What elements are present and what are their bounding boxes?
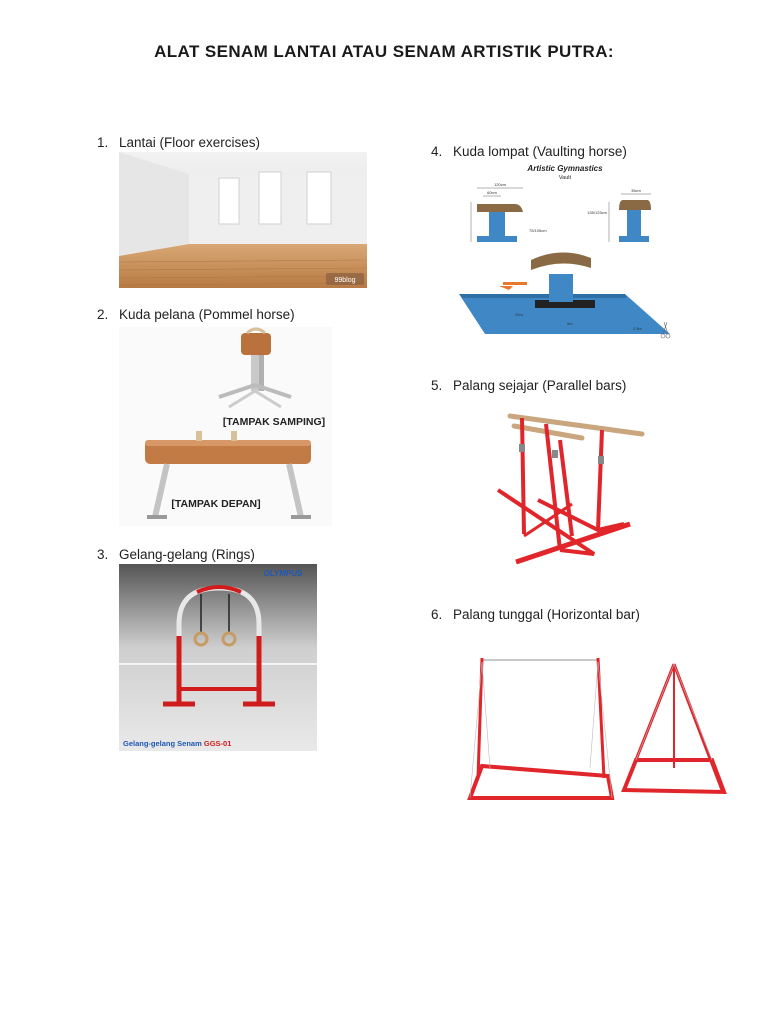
rings-image: OLYMPUS Gelang-gelang Senam GGS-01 bbox=[119, 564, 317, 751]
item-title: Kuda pelana (Pommel horse) bbox=[119, 307, 295, 322]
pommel-horse-image: [TAMPAK SAMPING] [TAMPAK DEPAN] bbox=[119, 327, 332, 526]
item-vault-label: 4. Kuda lompat (Vaulting horse) bbox=[431, 144, 627, 159]
item-pommel-label: 2. Kuda pelana (Pommel horse) bbox=[97, 307, 295, 322]
item-number: 5. bbox=[431, 378, 443, 393]
dim-height: 135/125cm bbox=[587, 210, 607, 215]
dim-width: 35cm bbox=[631, 188, 641, 193]
vault-title: Artistic Gymnastics bbox=[526, 164, 603, 173]
item-number: 2. bbox=[97, 307, 109, 322]
brand-logo: OLYMPUS bbox=[264, 569, 304, 578]
page-title: ALAT SENAM LANTAI ATAU SENAM ARTISTIK PU… bbox=[154, 42, 614, 61]
dim-top: 60cm bbox=[487, 190, 497, 195]
item-horizontal-label: 6. Palang tunggal (Horizontal bar) bbox=[431, 607, 640, 622]
vaulting-horse-image: Artistic Gymnastics Vault 120cm 60cm 75/… bbox=[455, 162, 674, 342]
dim-run: 25m bbox=[515, 312, 523, 317]
dim-length: 120cm bbox=[494, 182, 507, 187]
watermark-text: 99blog bbox=[334, 277, 355, 284]
dim-mat: 2.5m bbox=[633, 326, 643, 331]
item-title: Lantai (Floor exercises) bbox=[119, 135, 261, 150]
item-title: Palang sejajar (Parallel bars) bbox=[453, 378, 627, 393]
parallel-bars-image bbox=[494, 404, 646, 567]
rings-caption: Gelang-gelang Senam GGS-01 bbox=[123, 739, 231, 748]
item-title: Gelang-gelang (Rings) bbox=[119, 547, 255, 562]
item-floor-label: 1. Lantai (Floor exercises) bbox=[97, 135, 260, 150]
item-rings-label: 3. Gelang-gelang (Rings) bbox=[97, 547, 255, 562]
item-title: Palang tunggal (Horizontal bar) bbox=[453, 607, 640, 622]
floor-image: 99blog bbox=[119, 152, 367, 288]
caption-side: [TAMPAK SAMPING] bbox=[223, 416, 325, 428]
horizontal-bar-image bbox=[460, 650, 730, 800]
item-number: 6. bbox=[431, 607, 443, 622]
item-number: 4. bbox=[431, 144, 443, 159]
item-number: 3. bbox=[97, 547, 109, 562]
caption-front: [TAMPAK DEPAN] bbox=[171, 498, 260, 510]
dim-board: 5m bbox=[567, 321, 573, 326]
vault-subtitle: Vault bbox=[559, 175, 572, 181]
dim-adjust: 75/105cm bbox=[529, 228, 547, 233]
item-title: Kuda lompat (Vaulting horse) bbox=[453, 144, 627, 159]
item-number: 1. bbox=[97, 135, 109, 150]
item-parallel-label: 5. Palang sejajar (Parallel bars) bbox=[431, 378, 626, 393]
